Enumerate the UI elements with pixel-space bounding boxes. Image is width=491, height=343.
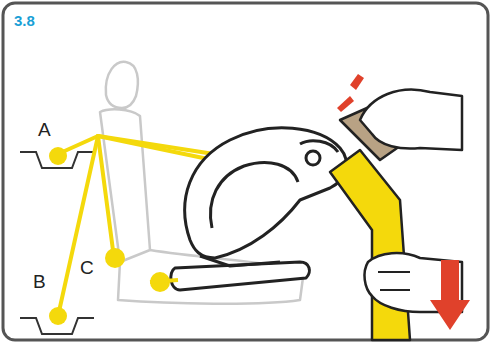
anchor-label: C [80,258,94,277]
anchor-label: B [33,272,46,291]
anchor-dot [49,147,170,325]
anchor-point-symbol [20,152,94,334]
step-number: 3.8 [14,13,35,28]
child-car-seat [171,128,346,290]
anchor-label: A [38,120,51,139]
pull-arrow [337,74,470,330]
frame [3,3,488,340]
